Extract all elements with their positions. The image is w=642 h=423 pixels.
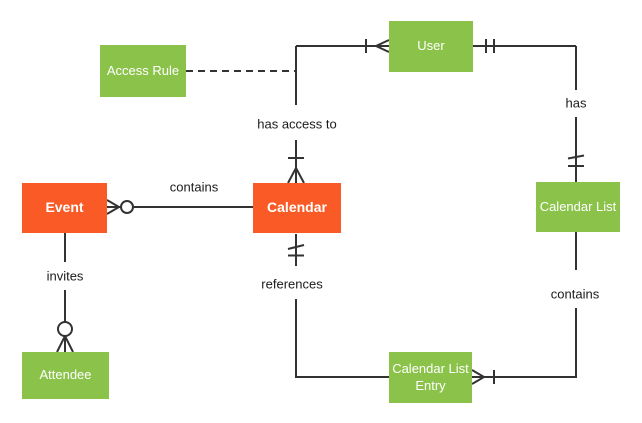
connector-invites: [56, 233, 74, 353]
entity-attendee: Attendee: [22, 352, 109, 399]
connector-references: [287, 234, 389, 378]
relationship-label-invites: invites: [44, 268, 86, 284]
entity-calendar-list-entry-label: Calendar List Entry: [392, 361, 469, 393]
entity-user: User: [389, 21, 473, 72]
entity-calendar: Calendar: [253, 183, 341, 233]
relationship-label-contains-events: contains: [167, 179, 221, 195]
connector-has-access-to: [287, 39, 390, 184]
connector-contains-entries: [471, 232, 577, 385]
entity-calendar-list-entry: Calendar List Entry: [389, 352, 472, 403]
entity-calendar-list: Calendar List: [536, 182, 620, 232]
entity-calendar-list-label: Calendar List: [539, 198, 617, 214]
connector-has: [473, 39, 585, 182]
connector-contains-events: [106, 199, 253, 215]
entity-event-label: Event: [45, 199, 84, 216]
relationship-label-has: has: [563, 95, 589, 111]
entity-access-rule-label: Access Rule: [106, 62, 180, 78]
entity-attendee-label: Attendee: [39, 367, 92, 383]
relationship-label-references: references: [259, 276, 325, 292]
entity-calendar-label: Calendar: [267, 199, 327, 216]
entity-user-label: User: [417, 38, 445, 54]
relationship-label-contains-entries: contains: [548, 286, 602, 302]
entity-access-rule: Access Rule: [100, 45, 186, 97]
entity-event: Event: [22, 183, 107, 233]
relationship-label-has-access-to: has access to: [255, 116, 339, 132]
